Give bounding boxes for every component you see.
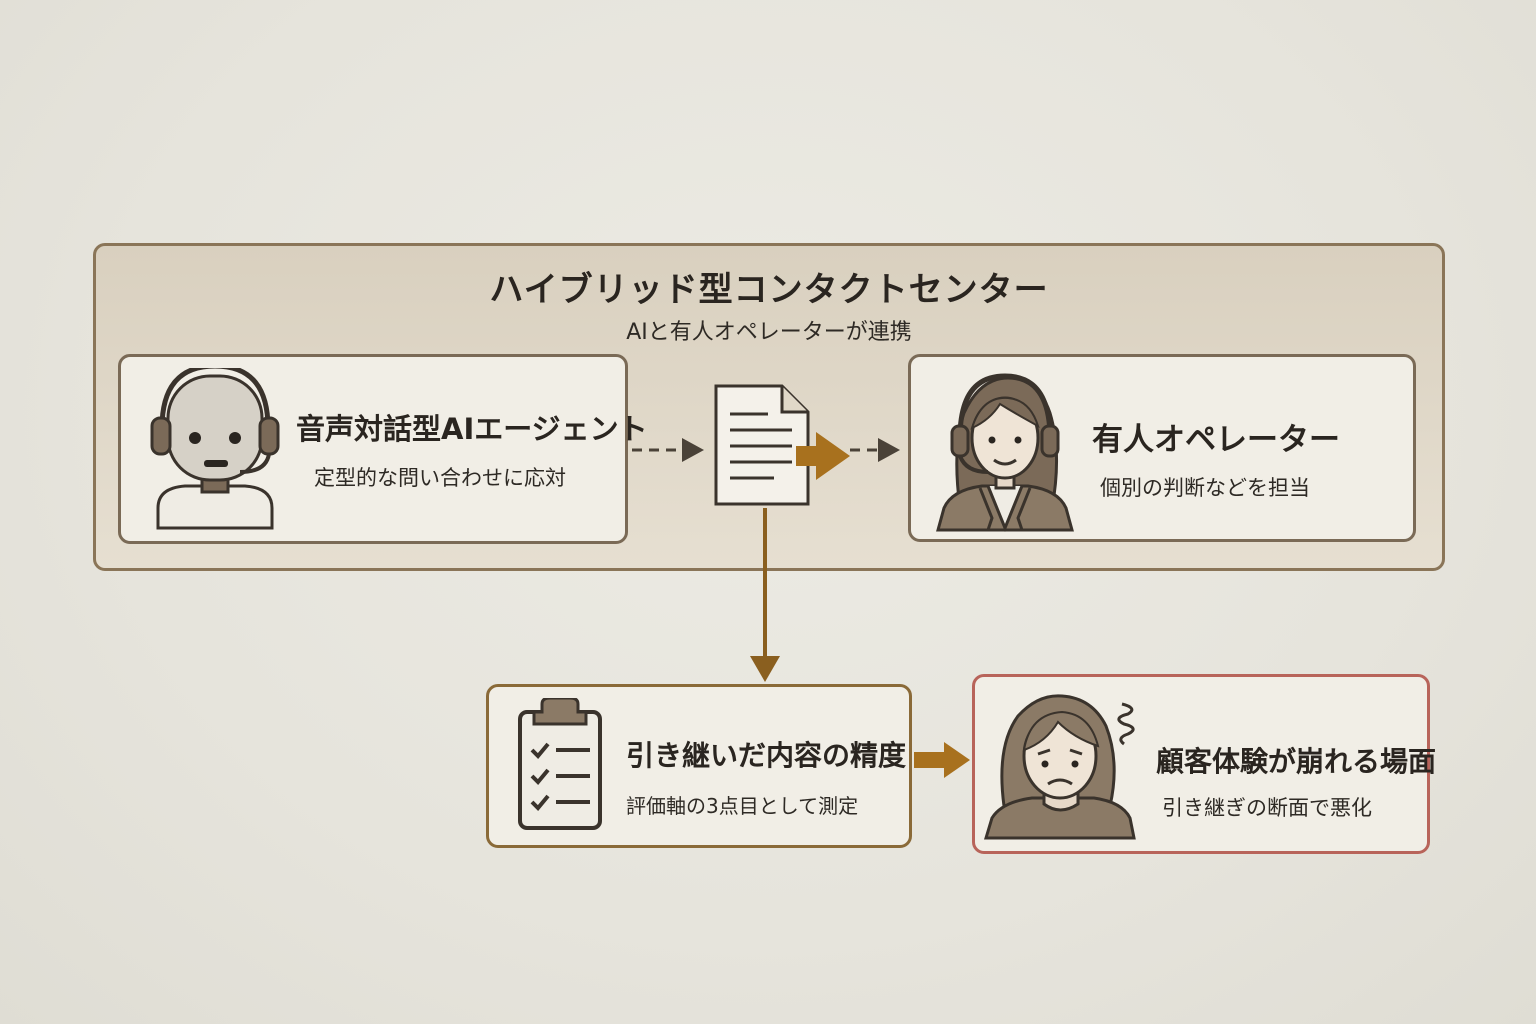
operator-desc: 個別の判断などを担当 bbox=[1100, 476, 1310, 500]
ai-agent-desc: 定型的な問い合わせに応対 bbox=[314, 466, 566, 490]
accuracy-title: 引き継いだ内容の精度 bbox=[626, 739, 907, 772]
arrow-accuracy-to-experience bbox=[914, 742, 970, 778]
clipboard-checklist-icon bbox=[518, 698, 602, 830]
diagram-title: ハイブリッド型コンタクトセンター bbox=[489, 270, 1049, 310]
operator-headset-icon bbox=[936, 373, 1074, 532]
robot-headset-icon bbox=[150, 368, 280, 530]
operator-title: 有人オペレーター bbox=[1092, 422, 1340, 458]
customer-experience-title: 顧客体験が崩れる場面 bbox=[1156, 745, 1437, 778]
ai-agent-title: 音声対話型AIエージェント bbox=[296, 412, 648, 446]
accuracy-desc: 評価軸の3点目として測定 bbox=[626, 794, 859, 818]
document-icon bbox=[714, 384, 810, 506]
worried-customer-icon bbox=[983, 694, 1136, 840]
diagram-subtitle: AIと有人オペレーターが連携 bbox=[626, 320, 912, 345]
customer-experience-desc: 引き継ぎの断面で悪化 bbox=[1162, 796, 1372, 820]
